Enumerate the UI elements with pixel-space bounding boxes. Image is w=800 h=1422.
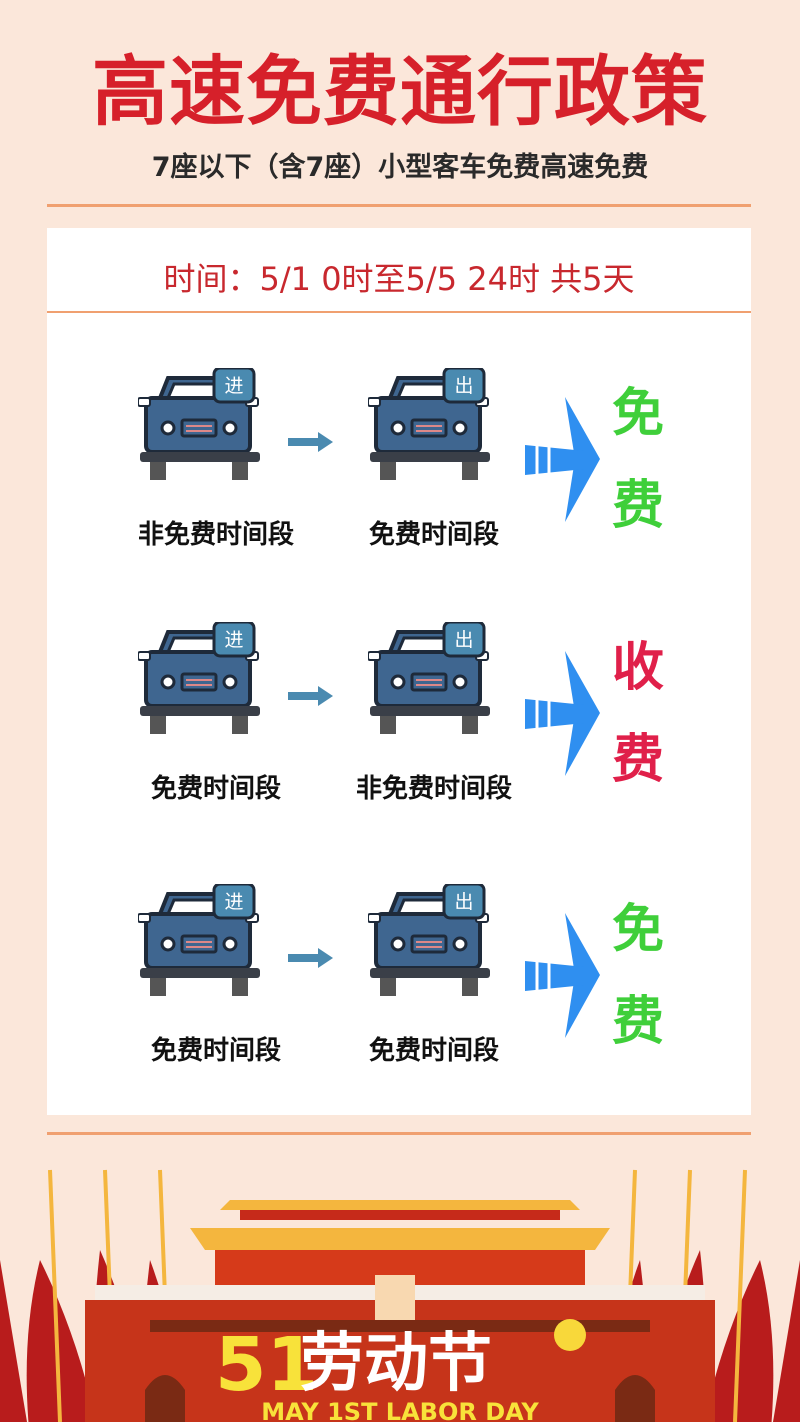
page-title: 高速免费通行政策: [92, 47, 708, 136]
divider: [47, 204, 751, 207]
svg-text:出: 出: [454, 629, 473, 651]
svg-text:出: 出: [454, 375, 473, 397]
entry-period-label: 免费时间段: [150, 774, 281, 804]
svg-text:进: 进: [224, 891, 243, 913]
exit-car-icon: 出: [367, 882, 494, 1010]
entry-car-icon: 进: [137, 882, 264, 1010]
result-text: 免费: [611, 384, 664, 536]
entry-car-icon: 进: [137, 366, 264, 494]
exit-period-label: 免费时间段: [368, 1036, 499, 1066]
result-text: 免费: [611, 900, 664, 1052]
divider: [47, 1132, 751, 1135]
exit-car-icon: 出: [367, 366, 494, 494]
result-arrow-icon: [525, 651, 600, 776]
svg-text:进: 进: [224, 375, 243, 397]
time-range: 时间：5/1 0时至5/5 24时 共5天: [163, 260, 635, 298]
exit-period-label: 免费时间段: [368, 520, 499, 550]
banner-title: 劳动节: [300, 1327, 492, 1401]
banner-number: 51: [215, 1322, 318, 1408]
fist-icon: [554, 1319, 586, 1351]
svg-text:出: 出: [454, 891, 473, 913]
arrow-right-icon: [288, 948, 333, 968]
svg-text:进: 进: [224, 629, 243, 651]
arrow-right-icon: [288, 432, 333, 452]
entry-car-icon: 进: [137, 620, 264, 748]
subtitle: 7座以下（含7座）小型客车免费高速免费: [151, 152, 649, 183]
result-arrow-icon: [525, 913, 600, 1038]
entry-period-label: 非免费时间段: [137, 520, 294, 550]
entry-period-label: 免费时间段: [150, 1036, 281, 1066]
result-text: 收费: [611, 638, 664, 790]
banner-subtitle: MAY 1ST LABOR DAY: [261, 1398, 539, 1422]
exit-car-icon: 出: [367, 620, 494, 748]
labor-day-banner: 51 劳动节 MAY 1ST LABOR DAY: [0, 1169, 800, 1422]
arrow-right-icon: [288, 686, 333, 706]
tiananmen-icon: [85, 1200, 715, 1422]
divider: [47, 311, 751, 313]
exit-period-label: 非免费时间段: [355, 774, 512, 804]
result-arrow-icon: [525, 397, 600, 522]
